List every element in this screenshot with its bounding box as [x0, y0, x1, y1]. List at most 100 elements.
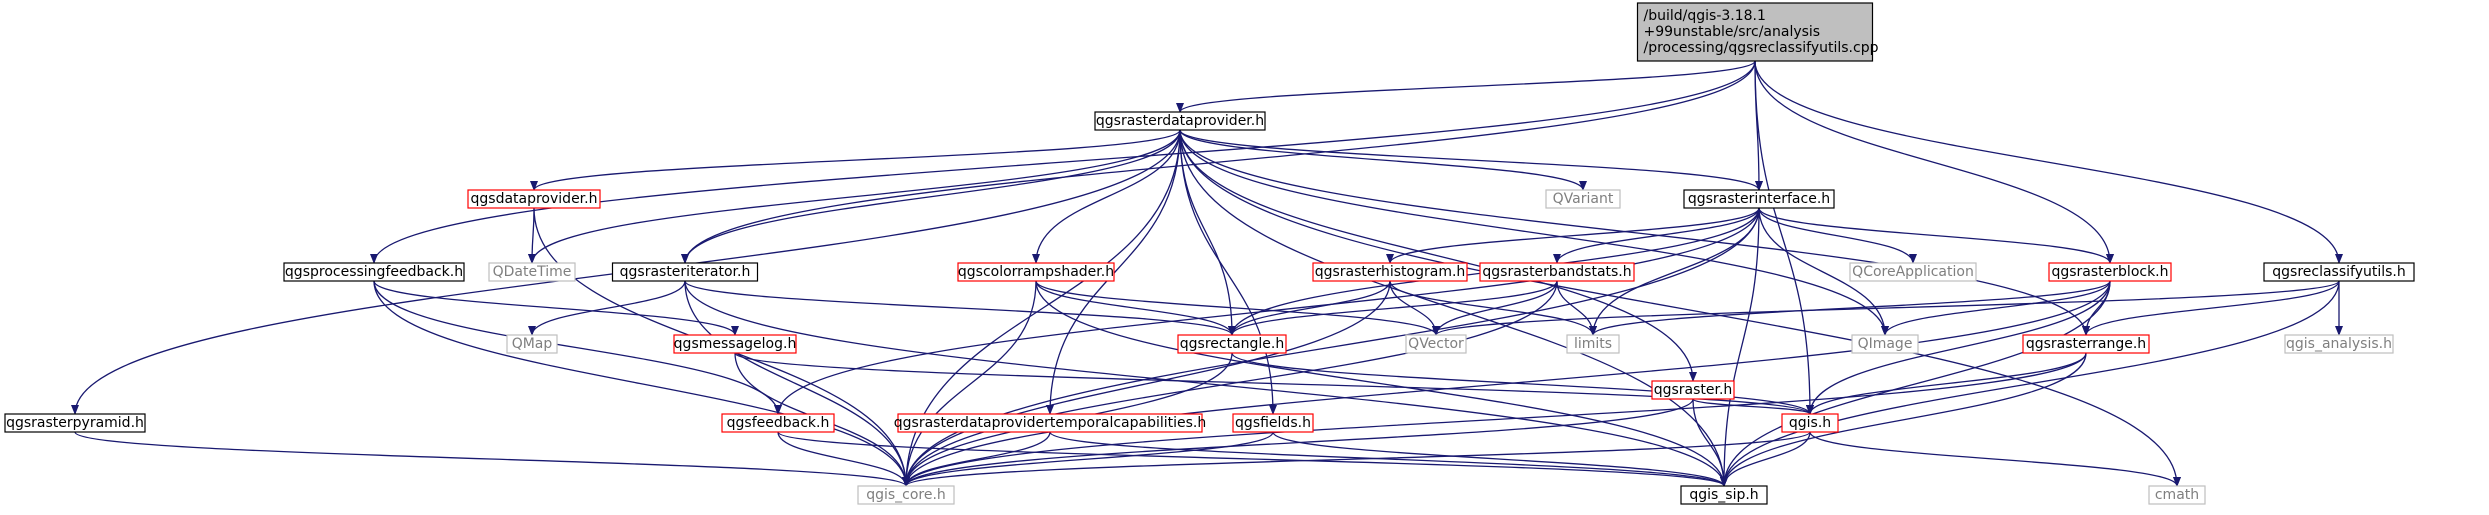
- node-qimage[interactable]: QImage: [1851, 334, 1919, 354]
- node-qvector[interactable]: QVector: [1405, 334, 1467, 354]
- node-label-qgsprocessingfeedback: qgsprocessingfeedback.h: [285, 264, 463, 280]
- node-box-qgsrectangle: [1177, 334, 1287, 354]
- edge-qgsrasterdataprovider-to-cmath: [1179, 129, 2181, 487]
- edge-qgsrasterpyramid-to-qgis_core: [74, 431, 910, 487]
- node-box-qgis_analysis: [2284, 334, 2394, 354]
- node-label-qgsrasterbandstats: qgsrasterbandstats.h: [1482, 264, 1631, 280]
- edge-qgscolorrampshader-to-qvector: [1035, 280, 1440, 336]
- edge-qgsrasterdataprovider-to-qgscolorrampshader: [1032, 129, 1181, 264]
- node-label-qgis_core: qgis_core.h: [866, 487, 946, 503]
- nodes-layer: /build/qgis-3.18.1+99unstable/src/analys…: [4, 2, 2415, 505]
- edge-qgsrasterbandstats-to-qvector: [1432, 280, 1558, 336]
- edge-qgsrasteriterator-to-qgis_core: [684, 280, 910, 487]
- edge-qgsrasteriterator-to-qmap: [528, 280, 686, 336]
- node-box-qdatetime: [488, 262, 576, 282]
- node-label-qgsrasterrange: qgsrasterrange.h: [2026, 336, 2146, 352]
- edge-qgsrasterblock-to-limits: [1589, 280, 2111, 336]
- node-box-qgsdataprovider: [467, 189, 601, 209]
- node-box-qgsmessagelog: [673, 334, 797, 354]
- node-qgsrasterdataprovider[interactable]: qgsrasterdataprovider.h: [1094, 111, 1266, 131]
- edge-qgis-to-cmath: [1809, 431, 2181, 487]
- node-label-qgis_sip: qgis_sip.h: [1689, 487, 1758, 503]
- node-qgis_core[interactable]: qgis_core.h: [857, 485, 955, 505]
- node-qgsrasterdataprovidertemporalcapabilities[interactable]: qgsrasterdataprovidertemporalcapabilitie…: [894, 413, 1207, 433]
- node-label-qgsfields: qgsfields.h: [1235, 415, 1311, 431]
- node-label-qgsmessagelog: qgsmessagelog.h: [674, 336, 797, 352]
- edge-qgsreclassifyutils-to-qgis_sip: [1720, 280, 2340, 487]
- edge-qgsrasterdataprovider-to-qgsrasterrange: [1179, 129, 2090, 336]
- node-box-qgsrasterdataprovider: [1094, 111, 1266, 131]
- edge-qgsrasterdataprovider-to-qimage: [1179, 129, 1889, 336]
- edge-qgsrasterdataprovider-to-qgis_sip: [1179, 129, 1728, 487]
- node-qgsmessagelog[interactable]: qgsmessagelog.h: [673, 334, 797, 354]
- node-box-qgis_core: [857, 485, 955, 505]
- node-qgsrasterhistogram[interactable]: qgsrasterhistogram.h: [1312, 262, 1468, 282]
- node-qgsfeedback[interactable]: qgsfeedback.h: [721, 413, 835, 433]
- edge-qgsfields-to-qgis_sip: [1272, 431, 1728, 487]
- node-qgsdataprovider[interactable]: qgsdataprovider.h: [467, 189, 601, 209]
- edge-qgsrasterdataprovider-to-qgsraster: [1179, 129, 1697, 382]
- edge-qgsfeedback-to-qgis_core: [777, 431, 910, 487]
- node-label-qgsrasterdataprovidertemporalcapabilities: qgsrasterdataprovidertemporalcapabilitie…: [894, 415, 1207, 431]
- edge-qgsrasterdataprovider-to-qgsfields: [1179, 129, 1277, 415]
- node-qcoreapplication[interactable]: QCoreApplication: [1849, 262, 1977, 282]
- edges-layer: [71, 60, 2343, 487]
- node-box-qgsprocessingfeedback: [283, 262, 465, 282]
- node-box-qgsrasterinterface: [1683, 189, 1835, 209]
- node-box-qgsraster: [1651, 380, 1735, 400]
- node-qgsreclassifyutils[interactable]: qgsreclassifyutils.h: [2263, 262, 2415, 282]
- node-qgsrasteriterator[interactable]: qgsrasteriterator.h: [611, 262, 759, 282]
- node-qgis_sip[interactable]: qgis_sip.h: [1680, 485, 1768, 505]
- edge-qgsrasterblock-to-qimage: [1881, 280, 2111, 336]
- node-qgsrasterinterface[interactable]: qgsrasterinterface.h: [1683, 189, 1835, 209]
- node-qgis[interactable]: qgis.h: [1781, 413, 1839, 433]
- edge-qgsrasterdataprovider-to-qgsrasterdataprovidertemporalcapabilities: [1046, 129, 1181, 415]
- edge-qgsrasterdataprovider-to-qgsrasteriterator: [681, 129, 1181, 264]
- node-box-root: [1636, 2, 1874, 62]
- edge-qgsrasterrange-to-qgis_sip: [1720, 352, 2087, 487]
- edge-qgsrasterblock-to-qgis: [1806, 280, 2111, 415]
- node-box-qgis_sip: [1680, 485, 1768, 505]
- node-qgis_analysis[interactable]: qgis_analysis.h: [2284, 334, 2394, 354]
- edge-root-to-qgsrasterblock: [1754, 60, 2114, 264]
- node-qgsrasterrange[interactable]: qgsrasterrange.h: [2022, 334, 2150, 354]
- edge-qgsrasterrange-to-qgis: [1806, 352, 2087, 415]
- edge-qgsrasterdataprovider-to-qgsrasterinterface: [1179, 129, 1763, 191]
- edge-qgsprocessingfeedback-to-qgsmessagelog: [373, 280, 739, 336]
- node-qgsraster[interactable]: qgsraster.h: [1651, 380, 1735, 400]
- edge-qgsrasterinterface-to-qcoreapplication: [1758, 207, 1917, 264]
- node-label-qgsrasterpyramid: qgsrasterpyramid.h: [6, 415, 144, 431]
- edge-qgsrasterblock-to-qgis_sip: [1720, 280, 2111, 487]
- node-qgsrasterbandstats[interactable]: qgsrasterbandstats.h: [1479, 262, 1635, 282]
- edge-qgsrasterinterface-to-qgis_sip: [1720, 207, 1760, 487]
- node-label-root: /build/qgis-3.18.1: [1644, 8, 1766, 24]
- node-limits[interactable]: limits: [1566, 334, 1620, 354]
- node-box-qgsrasterbandstats: [1479, 262, 1635, 282]
- edge-qgsrasterdataprovidertemporalcapabilities-to-qgis_sip: [1049, 431, 1728, 487]
- node-cmath[interactable]: cmath: [2148, 485, 2206, 505]
- node-label-qgsreclassifyutils: qgsreclassifyutils.h: [2272, 264, 2406, 280]
- node-root[interactable]: /build/qgis-3.18.1+99unstable/src/analys…: [1636, 2, 1879, 62]
- edge-root-to-qgsrasteriterator: [681, 60, 1756, 264]
- edge-qgsrasterinterface-to-qimage: [1758, 207, 1889, 336]
- edge-qgsreclassifyutils-to-qvector: [1432, 280, 2340, 336]
- node-qgsrectangle[interactable]: qgsrectangle.h: [1177, 334, 1287, 354]
- node-box-qvariant: [1545, 189, 1621, 209]
- node-qvariant[interactable]: QVariant: [1545, 189, 1621, 209]
- node-qgscolorrampshader[interactable]: qgscolorrampshader.h: [957, 262, 1115, 282]
- node-qgsfields[interactable]: qgsfields.h: [1232, 413, 1314, 433]
- edge-qgsrasterhistogram-to-limits: [1389, 280, 1597, 336]
- node-box-qcoreapplication: [1849, 262, 1977, 282]
- edge-root-to-qgis: [1754, 60, 1814, 415]
- node-label-qcoreapplication: QCoreApplication: [1852, 264, 1974, 280]
- node-box-qgsrasterrange: [2022, 334, 2150, 354]
- edge-qgsrasterdataprovider-to-qvariant: [1179, 129, 1587, 191]
- node-qmap[interactable]: QMap: [506, 334, 558, 354]
- node-label-cmath: cmath: [2155, 487, 2199, 503]
- node-qgsrasterpyramid[interactable]: qgsrasterpyramid.h: [4, 413, 146, 433]
- node-qgsprocessingfeedback[interactable]: qgsprocessingfeedback.h: [283, 262, 465, 282]
- node-label-qvector: QVector: [1408, 336, 1464, 352]
- edge-qgscolorrampshader-to-qgsrectangle: [1035, 280, 1236, 336]
- node-qdatetime[interactable]: QDateTime: [488, 262, 576, 282]
- node-qgsrasterblock[interactable]: qgsrasterblock.h: [2048, 262, 2172, 282]
